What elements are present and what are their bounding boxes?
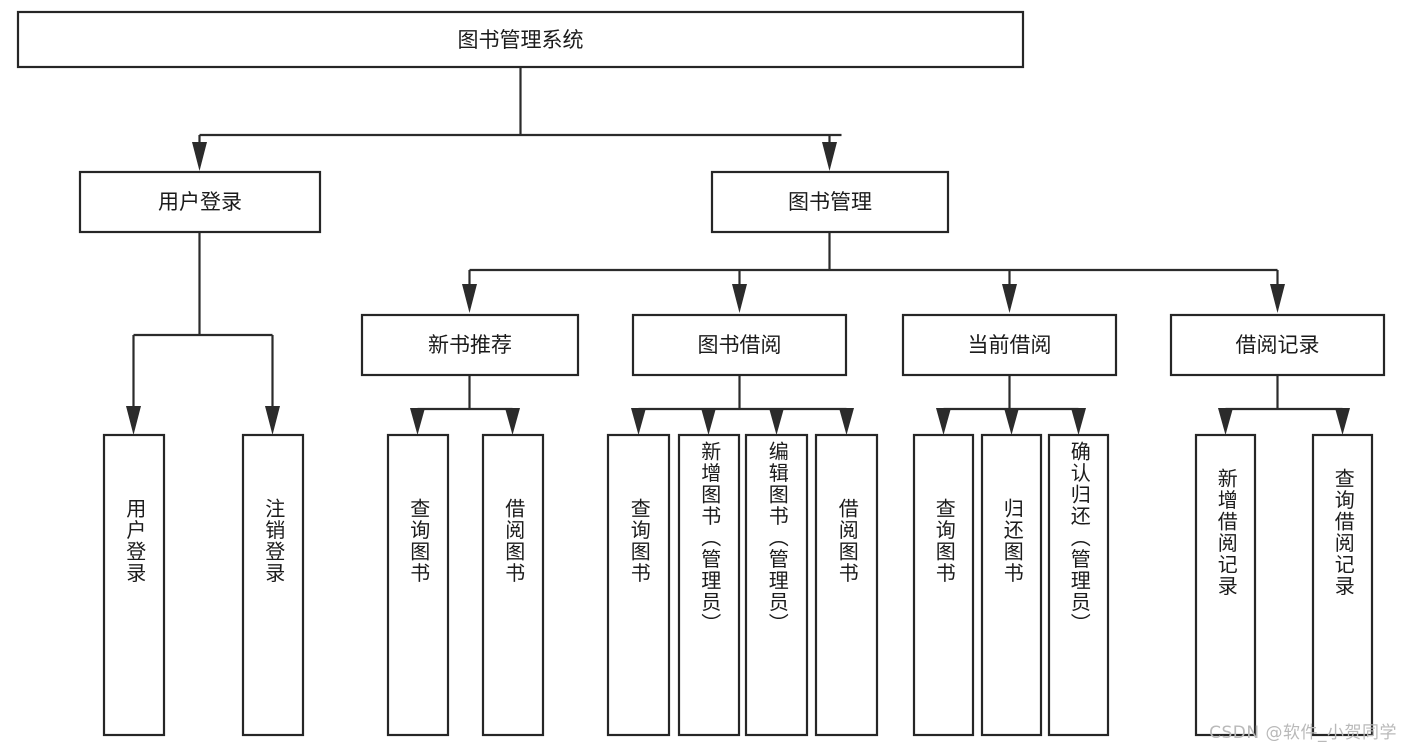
arrow-head-icon	[1335, 408, 1350, 435]
leaf-return-book-box[interactable]	[980, 433, 1043, 737]
node-book-management-label: 图书管理	[788, 190, 872, 214]
leaf-query-book-newbook-box[interactable]	[386, 433, 450, 737]
node-root-box[interactable]	[16, 10, 1025, 69]
arrow-head-icon	[1270, 284, 1285, 313]
leaf-add-record-box[interactable]	[1194, 433, 1257, 737]
node-user-login-box[interactable]	[78, 170, 322, 234]
leaf-edit-book-box[interactable]	[744, 433, 809, 737]
arrow-head-icon	[1002, 284, 1017, 313]
node-current-borrow-box[interactable]	[901, 313, 1118, 377]
node-current-borrow-label: 当前借阅	[968, 333, 1052, 357]
connector-group-root	[192, 67, 842, 171]
node-root-label: 图书管理系统	[458, 28, 584, 52]
leaf-confirm-return-box[interactable]	[1047, 433, 1110, 737]
arrow-head-icon	[1004, 408, 1019, 435]
connector-group-borrow	[631, 375, 854, 435]
connector-group-current	[936, 375, 1086, 435]
leaf-logout-box[interactable]	[241, 433, 305, 737]
connector-group-user-login	[126, 232, 280, 435]
leaf-borrow-book-newbook-box[interactable]	[481, 433, 545, 737]
arrow-head-icon	[265, 406, 280, 435]
arrow-head-icon	[410, 408, 425, 435]
leaf-query-book-borrow-box[interactable]	[606, 433, 671, 737]
connector-group-book-management	[462, 232, 1285, 313]
connector-group-record	[1218, 375, 1350, 435]
arrow-head-icon	[462, 284, 477, 313]
arrow-head-icon	[1071, 408, 1086, 435]
node-book-borrow-label: 图书借阅	[698, 333, 782, 357]
leaf-query-book-current-box[interactable]	[912, 433, 975, 737]
arrow-head-icon	[822, 142, 837, 171]
node-borrow-record-box[interactable]	[1169, 313, 1386, 377]
node-book-management-box[interactable]	[710, 170, 950, 234]
leaf-query-record-box[interactable]	[1311, 433, 1374, 737]
node-borrow-record-label: 借阅记录	[1236, 333, 1320, 357]
node-new-book-box[interactable]	[360, 313, 580, 377]
arrow-head-icon	[1218, 408, 1233, 435]
arrow-head-icon	[505, 408, 520, 435]
arrow-head-icon	[936, 408, 951, 435]
leaf-borrow-book-box[interactable]	[814, 433, 879, 737]
arrow-head-icon	[839, 408, 854, 435]
leaf-user-login-box[interactable]	[102, 433, 166, 737]
connector-group-new-book	[410, 375, 520, 435]
watermark-text: CSDN @软件_小贺同学	[1209, 723, 1397, 743]
node-user-login-label: 用户登录	[158, 190, 242, 214]
node-book-borrow-box[interactable]	[631, 313, 848, 377]
arrow-head-icon	[631, 408, 646, 435]
arrow-head-icon	[769, 408, 784, 435]
arrow-head-icon	[732, 284, 747, 313]
arrow-head-icon	[126, 406, 141, 435]
node-new-book-label: 新书推荐	[428, 333, 512, 357]
leaf-add-book-box[interactable]	[677, 433, 741, 737]
arrow-head-icon	[701, 408, 716, 435]
arrow-head-icon	[192, 142, 207, 171]
